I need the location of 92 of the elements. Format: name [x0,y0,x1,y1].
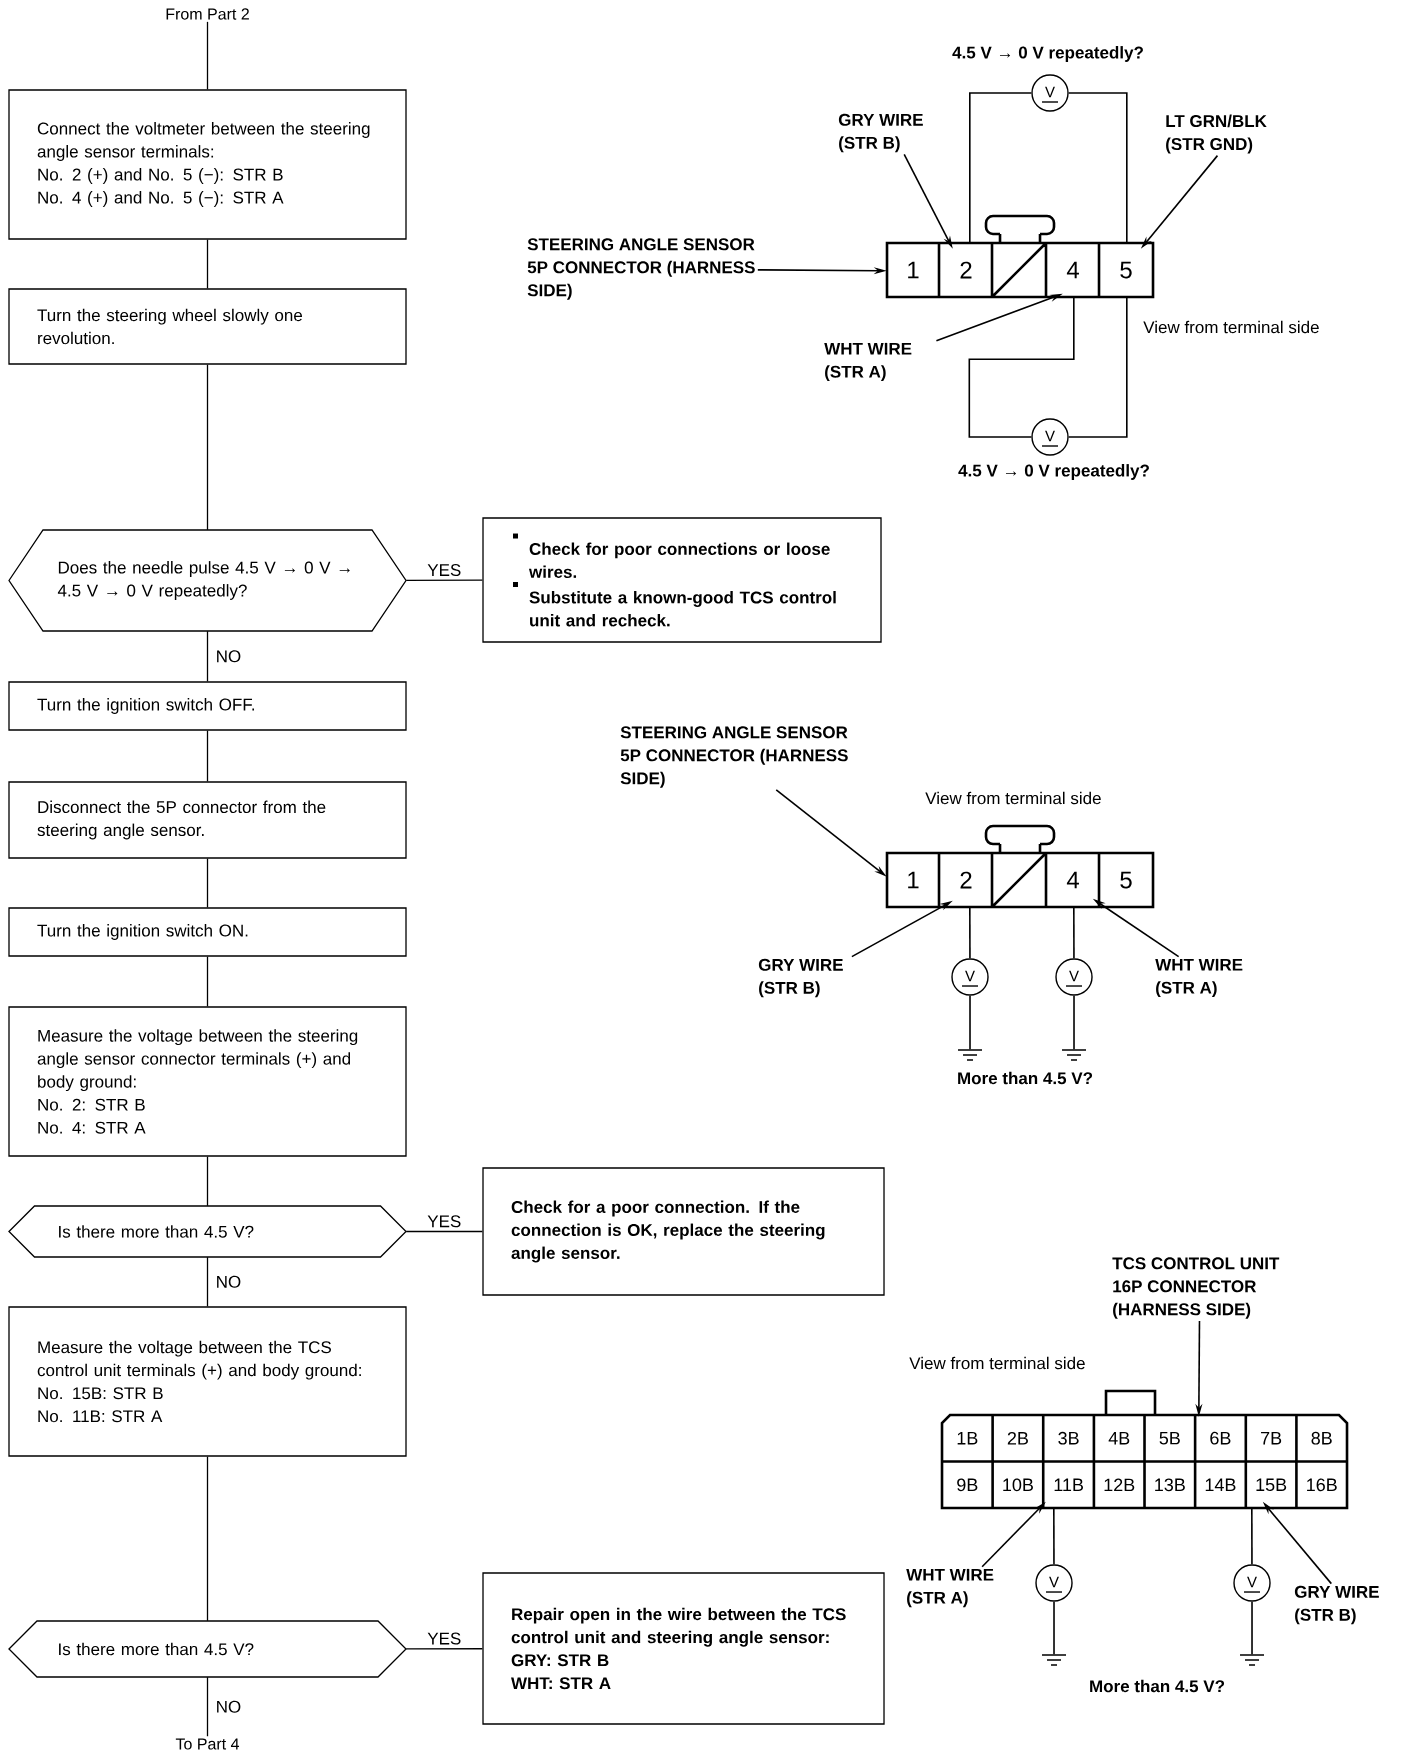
terminal-number: 1 [908,261,919,279]
process-box: Turn the steering wheel slowly one revolution. [8,288,407,365]
flow-line [206,730,209,782]
ground-symbol [957,1049,983,1061]
wire [1073,994,1075,1051]
terminal-number: 4 [1066,871,1079,889]
terminal-number: 2 [960,871,972,889]
terminal-number: 5 [1120,261,1132,279]
wire [1251,1600,1253,1656]
terminal-number: 5 [1120,871,1132,889]
edge-label: YES [427,564,461,577]
callout-text: LT GRN/BLK (STR GND) [1166,114,1267,154]
terminal-number: 11B [1054,1478,1083,1491]
terminal-number: 4 [1066,261,1079,279]
flow-line [405,1648,483,1650]
edge-label: NO [217,1275,241,1288]
terminal-number: 16B [1307,1478,1337,1492]
terminal-number: 8B [1311,1431,1332,1445]
flow-line [206,364,209,531]
terminal-number: 1 [908,871,919,889]
connector-drawing [940,1389,1349,1510]
wire [1053,1507,1055,1566]
wire [1073,906,1075,960]
edge-label: YES [427,1632,461,1645]
edge-label: NO [217,650,241,663]
ground-symbol [1061,1049,1087,1061]
flow-line [206,1156,209,1207]
wire [1067,296,1128,438]
callout-text: STEERING ANGLE SENSOR 5P CONNECTOR (HARNESS SIDE) [620,726,848,788]
terminal-number: 13B [1155,1478,1185,1492]
terminal-number: 6B [1210,1431,1231,1445]
callout-text: GRY WIRE (STR B) [1294,1585,1379,1625]
terminal-number: 10B [1003,1478,1033,1492]
flow-line [206,630,209,682]
flow-line [206,1676,209,1737]
process-box: Check for poor connections or loose wires. Substitute a known-good TCS control unit and recheck. [482,517,882,643]
process-box: Connect the voltmeter between the steering angle sensor terminals: No. 2 (+) and No. 5 (−): STR B No. 4 (+) and No. 5 (−): STR A [8,89,407,240]
edge-label: NO [217,1700,241,1713]
flow-line [206,956,209,1007]
terminal-number: 4B [1108,1432,1130,1445]
callout-text: WHT WIRE (STR A) [824,342,912,382]
terminal-number: 2 [960,261,972,279]
terminal-number: 3B [1058,1431,1079,1445]
wire [1053,1600,1055,1656]
process-box: Repair open in the wire between the TCS control unit and steering angle sensor: GRY: STR B WHT: STR A [482,1572,885,1725]
wire [968,296,1075,438]
callout-text: GRY WIRE (STR B) [758,958,843,998]
connector-drawing [885,824,1155,909]
flow-line [206,1256,209,1307]
question-text: More than 4.5 V? [1090,1679,1225,1693]
process-box: Measure the voltage between the steering angle sensor connector terminals (+) and body ground: No. 2: STR B No. 4: STR A [8,1006,407,1157]
process-box: Check for a poor connection. If the connection is OK, replace the steering angle sensor. [482,1167,885,1296]
edge-label: YES [427,1215,461,1228]
wire [1067,92,1128,244]
terminal-number: 12B [1104,1478,1135,1492]
process-box: Turn the ignition switch ON. [8,907,407,957]
question-text: 4.5 V → 0 V repeatedly? [952,46,1143,62]
page-reference: From Part 2 [166,8,249,20]
terminal-number: 5B [1159,1431,1180,1445]
process-box: Disconnect the 5P connector from the steering angle sensor. [8,781,407,859]
callout-text: WHT WIRE (STR A) [1155,958,1243,998]
flow-line [206,21,209,90]
flow-line [405,579,483,581]
terminal-number: 15B [1256,1478,1287,1492]
connector-drawing [885,214,1155,299]
ground-symbol [1239,1654,1265,1666]
ground-symbol [1041,1654,1067,1666]
terminal-number: 7B [1261,1432,1282,1445]
wire [969,906,971,960]
callout-text: TCS CONTROL UNIT 16P CONNECTOR (HARNESS SIDE) [1112,1257,1280,1319]
question-text: 4.5 V → 0 V repeatedly? [958,464,1149,480]
flow-line [206,858,209,908]
terminal-number: 1B [957,1432,978,1445]
view-note: View from terminal side [909,1356,1085,1370]
page-reference: To Part 4 [175,1738,240,1750]
question-text: More than 4.5 V? [958,1071,1093,1085]
terminal-number: 14B [1205,1478,1236,1491]
terminal-number: 9B [957,1478,978,1492]
wire [1251,1507,1253,1566]
flow-line [405,1230,483,1233]
callout-text: WHT WIRE (STR A) [906,1568,994,1608]
wire [969,994,971,1051]
wire [969,92,1033,244]
terminal-number: 2B [1007,1431,1028,1445]
view-note: View from terminal side [925,791,1101,805]
callout-text: GRY WIRE (STR B) [838,113,923,153]
callout-text: STEERING ANGLE SENSOR 5P CONNECTOR (HARNESS SIDE) [527,238,755,300]
view-note: View from terminal side [1143,320,1319,334]
process-box: Turn the ignition switch OFF. [8,681,407,731]
process-box: Measure the voltage between the TCS control unit terminals (+) and body ground: No. 15B: STR B No. 11B: STR A [8,1306,407,1457]
flow-line [206,239,209,289]
flow-line [206,1456,209,1622]
